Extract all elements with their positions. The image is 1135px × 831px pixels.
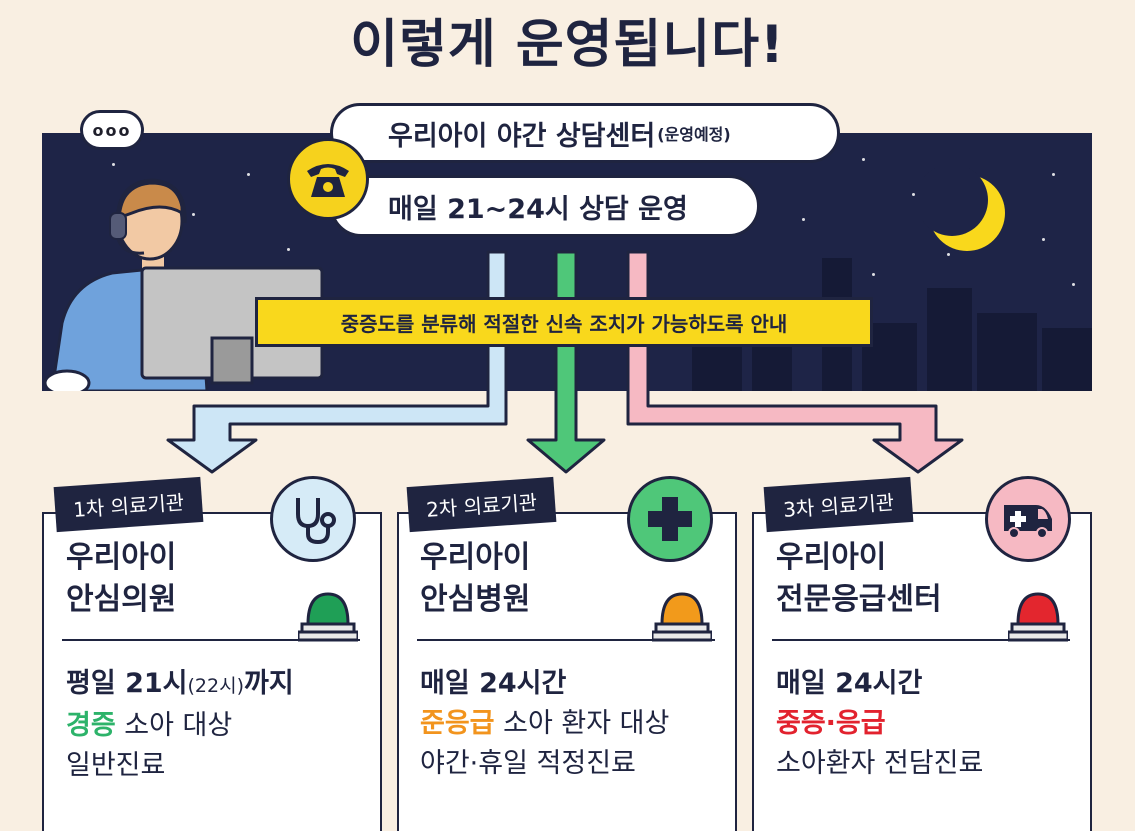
card-hours: 매일 24시간 — [420, 668, 567, 699]
hours-main: 평일 21시 — [66, 668, 188, 699]
target-text: 소아 대상 — [115, 710, 233, 741]
card-name-line1: 우리아이 — [66, 540, 177, 575]
siren-green-icon — [298, 592, 358, 642]
stethoscope-icon — [270, 476, 356, 562]
card-divider — [62, 639, 360, 641]
card-primary-clinic — [42, 512, 382, 831]
medical-cross-icon — [627, 476, 713, 562]
hours-paren: (22시) — [187, 675, 244, 697]
guidance-text: 중증도를 분류해 적절한 신속 조치가 가능하도록 안내 — [340, 311, 788, 336]
center-name-pill: 우리아이 야간 상담센터 (운영예정) — [330, 103, 840, 163]
crescent-moon-icon — [922, 168, 1005, 251]
card-target: 준응급 소아 환자 대상 — [420, 704, 669, 744]
card-secondary-hospital — [397, 512, 737, 831]
card-name: 우리아이 전문응급센터 — [776, 537, 942, 621]
counselor-illustration — [43, 178, 324, 391]
card-care: 소아환자 전담진료 — [776, 748, 984, 779]
card-name-line2: 안심의원 — [66, 582, 177, 617]
siren-orange-icon — [652, 592, 712, 642]
card-divider — [772, 639, 1070, 641]
center-hours: 매일 21~24시 상담 운영 — [388, 193, 688, 225]
page-title: 이렇게 운영됩니다! — [350, 15, 785, 75]
speech-bubble: ooo — [80, 110, 144, 150]
target-text: 소아 환자 대상 — [494, 708, 670, 739]
severity-label: 준응급 — [420, 708, 495, 739]
card-details: 평일 21시(22시)까지 경증 소아 대상 일반진료 — [66, 664, 294, 786]
hours-suffix: 까지 — [243, 668, 294, 699]
card-tertiary-center — [752, 512, 1092, 831]
severity-label: 중증·응급 — [776, 708, 886, 739]
center-note: (운영예정) — [657, 125, 731, 144]
card-divider — [417, 639, 715, 641]
center-hours-pill: 매일 21~24시 상담 운영 — [330, 175, 760, 237]
card-details: 매일 24시간 준응급 소아 환자 대상 야간·휴일 적정진료 — [420, 664, 669, 784]
severity-label: 경증 — [66, 710, 116, 741]
card-name-line2: 전문응급센터 — [776, 582, 942, 617]
card-care: 야간·휴일 적정진료 — [420, 748, 636, 779]
card-name-line2: 안심병원 — [420, 582, 531, 617]
card-target: 경증 소아 대상 — [66, 706, 294, 746]
card-name-line1: 우리아이 — [776, 540, 887, 575]
card-details: 매일 24시간 중증·응급 소아환자 전담진료 — [776, 664, 983, 784]
guidance-banner: 중증도를 분류해 적절한 신속 조치가 가능하도록 안내 — [255, 297, 873, 347]
card-hours: 매일 24시간 — [776, 668, 923, 699]
siren-red-icon — [1008, 592, 1068, 642]
card-name: 우리아이 안심병원 — [420, 537, 530, 621]
phone-icon — [287, 138, 369, 220]
center-name: 우리아이 야간 상담센터 — [388, 120, 656, 152]
card-name-line1: 우리아이 — [420, 540, 531, 575]
card-name: 우리아이 안심의원 — [66, 537, 176, 621]
speech-bubble-text: ooo — [92, 120, 132, 140]
ambulance-icon — [985, 476, 1071, 562]
card-target: 중증·응급 — [776, 704, 983, 744]
card-hours: 평일 21시(22시)까지 — [66, 664, 294, 706]
card-care: 일반진료 — [66, 750, 166, 781]
